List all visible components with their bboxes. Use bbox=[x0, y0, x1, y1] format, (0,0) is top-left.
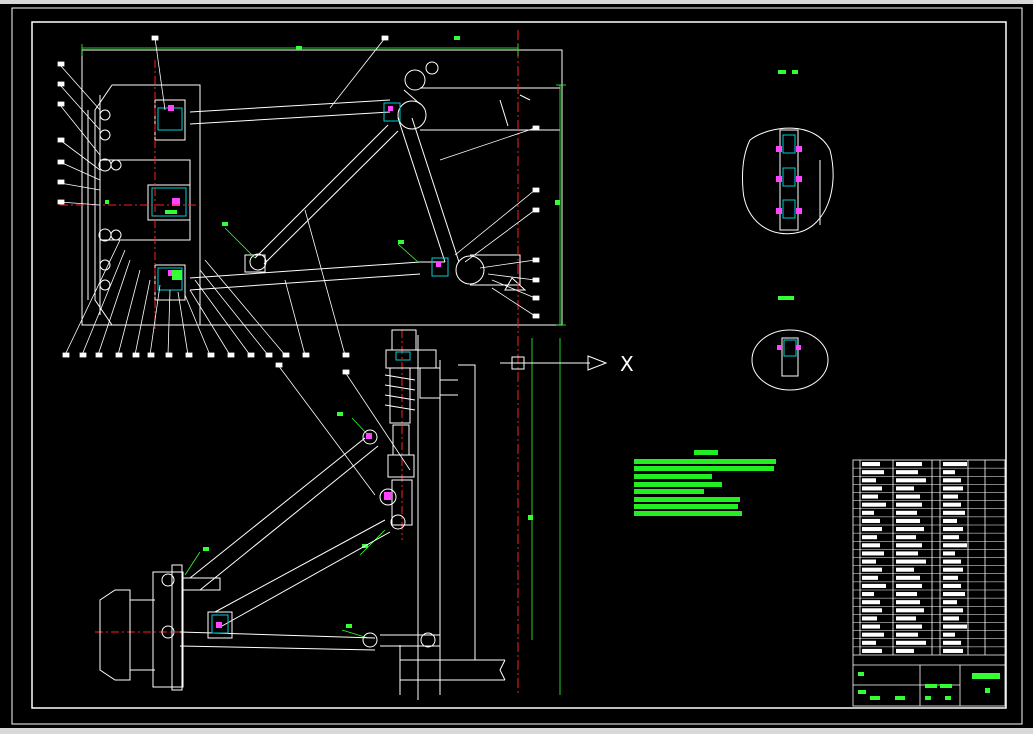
parts-list-entry bbox=[943, 592, 965, 597]
parts-list-entry bbox=[862, 502, 886, 507]
x-axis-label: X bbox=[620, 352, 634, 376]
parts-list-entry bbox=[896, 494, 920, 499]
front-view-details bbox=[211, 351, 411, 634]
parts-list-entry bbox=[862, 551, 884, 556]
parts-list-entry bbox=[896, 640, 926, 645]
parts-list-entry bbox=[943, 486, 963, 491]
parts-list-entry bbox=[896, 510, 917, 515]
parts-list-entry bbox=[943, 640, 961, 645]
parts-list-entry bbox=[896, 624, 922, 629]
parts-list-entry bbox=[862, 600, 880, 605]
parts-list-entry bbox=[943, 624, 967, 629]
parts-list-entry bbox=[896, 583, 922, 588]
parts-list-entry bbox=[943, 608, 963, 613]
leader-lines bbox=[57, 35, 540, 496]
parts-list-entry bbox=[862, 478, 876, 483]
parts-list-entry bbox=[896, 608, 924, 613]
inner-drawing-frame bbox=[31, 21, 1007, 709]
parts-list-entry bbox=[896, 535, 916, 540]
parts-list-entry bbox=[896, 567, 914, 572]
parts-list-entry bbox=[862, 462, 880, 467]
top-view-section-details bbox=[105, 102, 449, 291]
parts-list-entry bbox=[943, 470, 955, 475]
parts-list-entry bbox=[896, 575, 920, 580]
parts-list-entry bbox=[943, 502, 961, 507]
parts-list-entry bbox=[862, 616, 877, 621]
parts-list-entries bbox=[862, 462, 967, 653]
window-bottom-strip bbox=[0, 728, 1033, 734]
window-top-strip bbox=[0, 0, 1033, 4]
title-block-green-cells bbox=[858, 672, 1000, 700]
parts-list-entry bbox=[943, 518, 957, 523]
parts-list-entry bbox=[943, 462, 967, 467]
parts-list-entry bbox=[862, 527, 882, 532]
parts-list-entry bbox=[862, 559, 876, 564]
parts-list-entry bbox=[862, 632, 884, 637]
parts-list-entry bbox=[896, 616, 916, 621]
parts-list-entry bbox=[896, 600, 920, 605]
detail-view-a bbox=[742, 70, 834, 235]
parts-list-entry bbox=[896, 543, 922, 548]
outer-drawing-frame bbox=[11, 7, 1023, 725]
parts-list-entry bbox=[943, 567, 963, 572]
parts-list-entry bbox=[862, 510, 874, 515]
parts-list-entry bbox=[896, 551, 918, 556]
parts-list-entry bbox=[896, 470, 918, 475]
technical-notes-block bbox=[634, 450, 776, 516]
parts-list-entry bbox=[862, 575, 878, 580]
parts-list-entry bbox=[943, 616, 959, 621]
parts-list-entry bbox=[943, 478, 961, 483]
parts-list-entry bbox=[862, 583, 886, 588]
parts-list-entry bbox=[862, 567, 882, 572]
parts-list-entry bbox=[943, 559, 961, 564]
parts-list-entry bbox=[943, 510, 965, 515]
parts-list-entry bbox=[943, 600, 957, 605]
detail-view-b bbox=[751, 296, 829, 391]
parts-list-entry bbox=[896, 518, 920, 523]
parts-list-entry bbox=[862, 535, 877, 540]
parts-list-entry bbox=[862, 608, 882, 613]
parts-list-entry bbox=[943, 648, 963, 653]
parts-list-entry bbox=[943, 543, 967, 548]
parts-list-entry bbox=[862, 592, 874, 597]
x-axis-indicator bbox=[500, 355, 608, 371]
parts-list-entry bbox=[862, 518, 880, 523]
parts-list-entry bbox=[896, 462, 922, 467]
parts-list-entry bbox=[943, 551, 955, 556]
parts-list-entry bbox=[896, 478, 926, 483]
parts-list-rows bbox=[853, 467, 1005, 648]
parts-list-entry bbox=[862, 470, 884, 475]
front-view-assembly bbox=[99, 329, 506, 700]
parts-list-entry bbox=[862, 486, 882, 491]
parts-list-entry bbox=[862, 648, 882, 653]
parts-list-entry bbox=[896, 527, 924, 532]
parts-list-entry bbox=[943, 494, 958, 499]
parts-list-entry bbox=[943, 527, 963, 532]
parts-list-entry bbox=[943, 575, 958, 580]
parts-list-entry bbox=[896, 592, 917, 597]
parts-list-entry bbox=[896, 502, 922, 507]
parts-list-entry bbox=[862, 494, 878, 499]
parts-list-entry bbox=[862, 624, 880, 629]
parts-list-entry bbox=[896, 648, 914, 653]
parts-list-entry bbox=[896, 486, 914, 491]
parts-list-entry bbox=[943, 632, 955, 637]
dimension-markers bbox=[203, 36, 560, 628]
parts-list-entry bbox=[862, 640, 876, 645]
parts-list-entry bbox=[896, 559, 926, 564]
parts-list-entry bbox=[943, 583, 961, 588]
parts-list-entry bbox=[943, 535, 959, 540]
parts-list-entry bbox=[862, 543, 880, 548]
parts-list-entry bbox=[896, 632, 918, 637]
